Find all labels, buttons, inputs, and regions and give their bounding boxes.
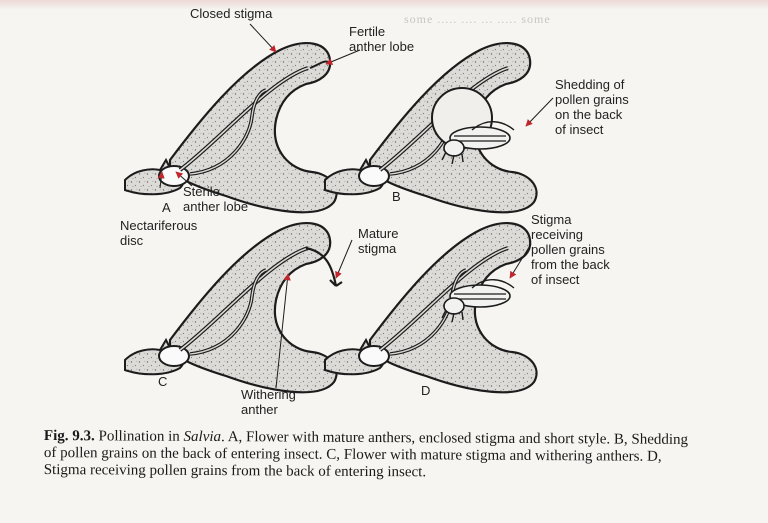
arrow-shedding [525,97,554,127]
panel-letter-a: A [162,200,171,215]
pointer-arrows [157,23,554,389]
label-closed-stigma: Closed stigma [190,6,273,21]
label-shedding: Shedding of pollen grains on the back of… [555,77,629,137]
panel-letter-d: D [421,383,431,398]
arrow-fertile-anther [325,49,361,65]
arrow-withering-anther [275,273,291,389]
label-fertile-anther-lobe: Fertile anther lobe [349,24,415,54]
label-mature-stigma: Mature stigma [358,226,399,256]
page-edge-stain [0,0,768,10]
label-stigma-receiving: Stigma receiving pollen grains from the … [531,212,610,287]
arrow-sterile-anther [175,171,193,187]
arrow-closed-stigma [249,23,277,53]
caption-genus: Salvia [183,428,222,446]
arrow-stigma-receiving [509,243,532,279]
panel-letter-b: B [392,189,401,204]
arrow-nectariferous [157,171,165,189]
caption-fig-number: Fig. 9.3. [43,428,95,445]
arrow-mature-stigma [335,239,353,279]
label-withering-anther: Withering anther [241,387,296,417]
panel-letter-c: C [158,374,168,389]
label-nectariferous-disc: Nectariferous disc [120,218,198,248]
caption-lead: Pollination in [94,428,184,445]
panel-b-flower [323,41,539,215]
panel-d-flower [323,221,539,395]
label-sterile-anther-lobe: Sterile anther lobe [183,184,249,214]
panel-c-flower [123,221,343,395]
figure-caption: Fig. 9.3. Pollination in Salvia. A, Flow… [44,428,704,483]
bleed-through-text: some ..... .... ... ..... some [404,12,551,26]
